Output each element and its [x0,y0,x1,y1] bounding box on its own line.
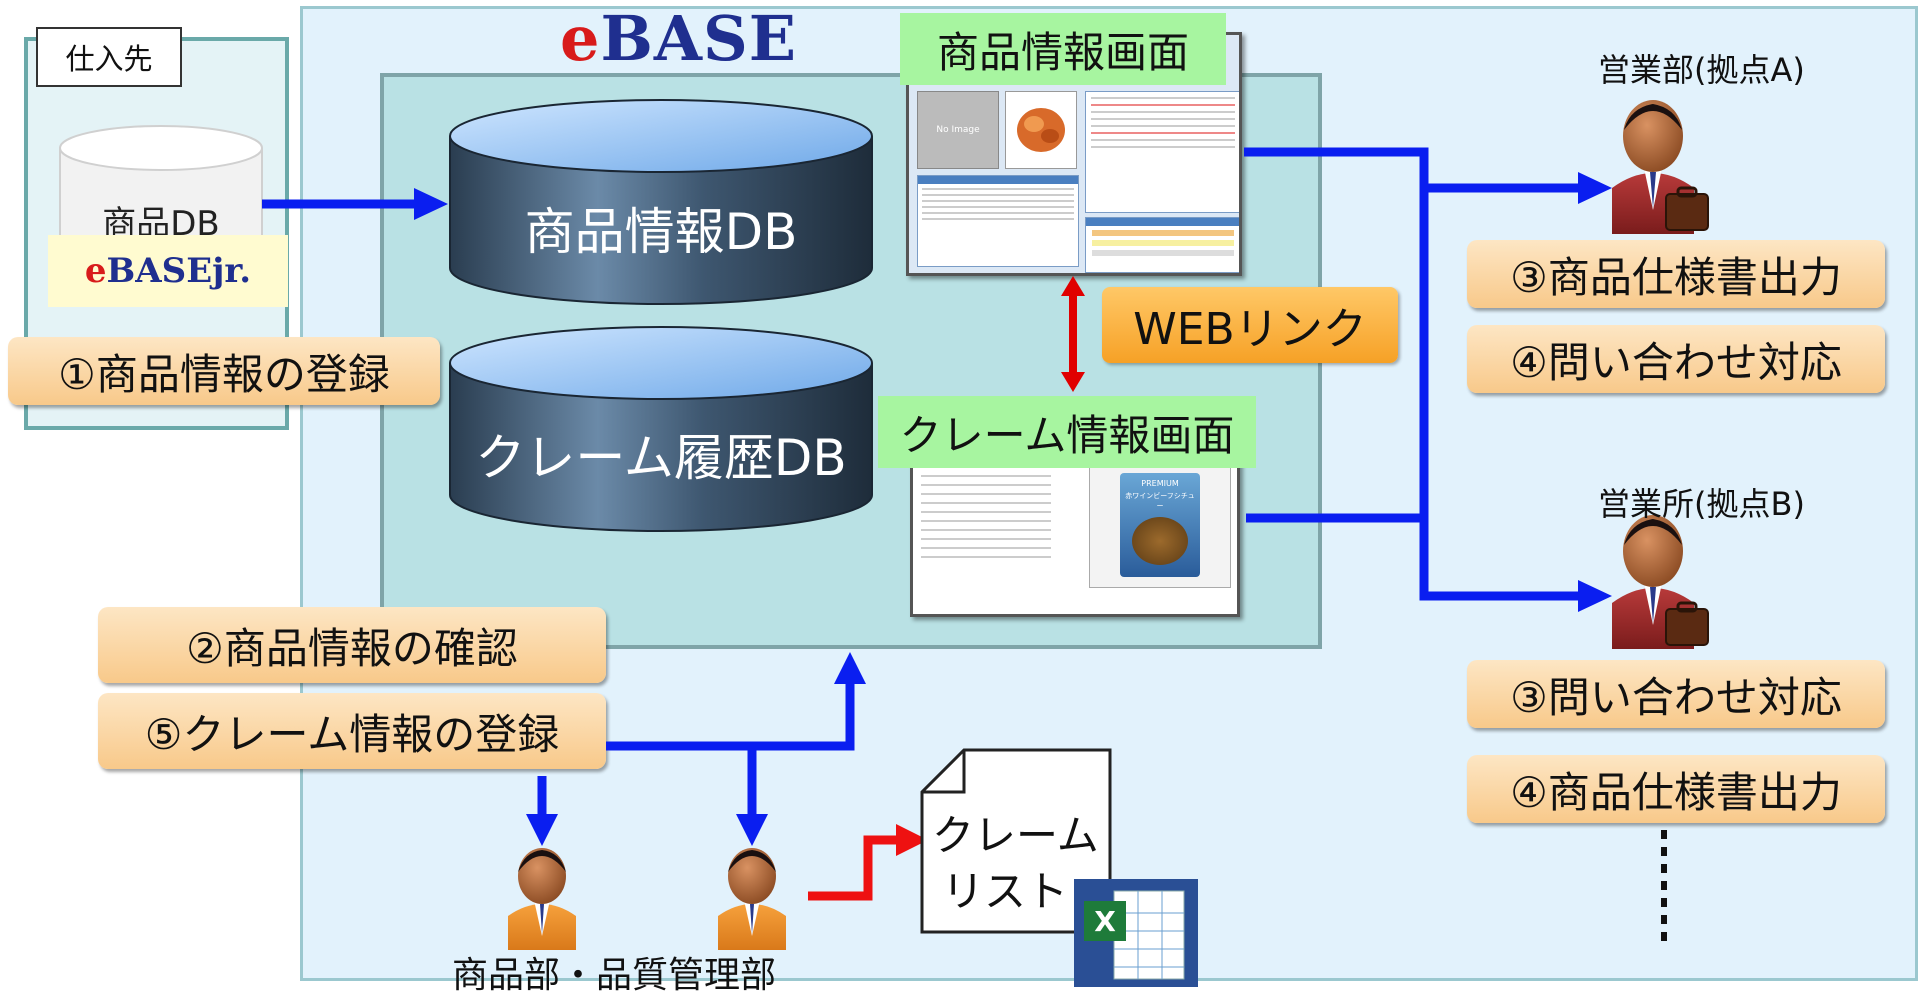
claim-db-cylinder [449,326,873,532]
ebase-title: eBASE [560,2,797,75]
product-info-screen-label: 商品情報画面 [900,13,1226,85]
sales-person-b-icon [1612,515,1709,649]
weblink-arrow [1061,276,1085,392]
product-db-cylinder [449,99,873,305]
step5-claim-registration: ⑤クレーム情報の登録 [98,693,606,769]
package-brand: PREMIUM [1141,479,1179,488]
weblink-label: WEBリンク [1102,287,1398,363]
site-b-action-1: ③問い合わせ対応 [1467,660,1885,728]
product-db-label: 商品情報DB [524,203,798,261]
product-form-table [1085,217,1239,273]
claim-info-screen: PREMIUM 赤ワインビーフシチュー [910,455,1240,617]
step2-product-confirmation: ②商品情報の確認 [98,607,606,683]
product-form-left [917,175,1079,267]
claim-list-line2: リスト [942,867,1069,916]
sales-person-a-icon [1612,100,1709,234]
departments-label: 商品部・品質管理部 [452,955,777,996]
site-b-label: 営業所(拠点B) [1598,485,1805,523]
package-name: 赤ワインビーフシチュー [1125,492,1195,510]
claim-list-document [920,748,1112,934]
product-dept-person-icon [508,848,576,950]
svg-text:X: X [1094,905,1116,938]
step1-product-registration: ①商品情報の登録 [8,337,440,405]
quality-dept-person-icon [718,848,786,950]
excel-icon: X [1074,879,1198,987]
site-a-action-1: ③商品仕様書出力 [1467,240,1885,308]
no-image-placeholder: No Image [917,91,999,169]
claim-db-label: クレーム履歴DB [475,429,847,487]
claim-list-line1: クレーム [932,811,1099,860]
site-b-action-2: ④商品仕様書出力 [1467,755,1885,823]
site-a-action-2: ④問い合わせ対応 [1467,325,1885,393]
product-form-right [1085,91,1239,213]
product-package-image: PREMIUM 赤ワインビーフシチュー [1089,466,1231,588]
supplier-label: 仕入先 [36,27,182,87]
claim-info-screen-label: クレーム情報画面 [878,396,1256,468]
site-a-label: 営業部(拠点A) [1598,51,1805,89]
product-photo [1005,91,1077,169]
